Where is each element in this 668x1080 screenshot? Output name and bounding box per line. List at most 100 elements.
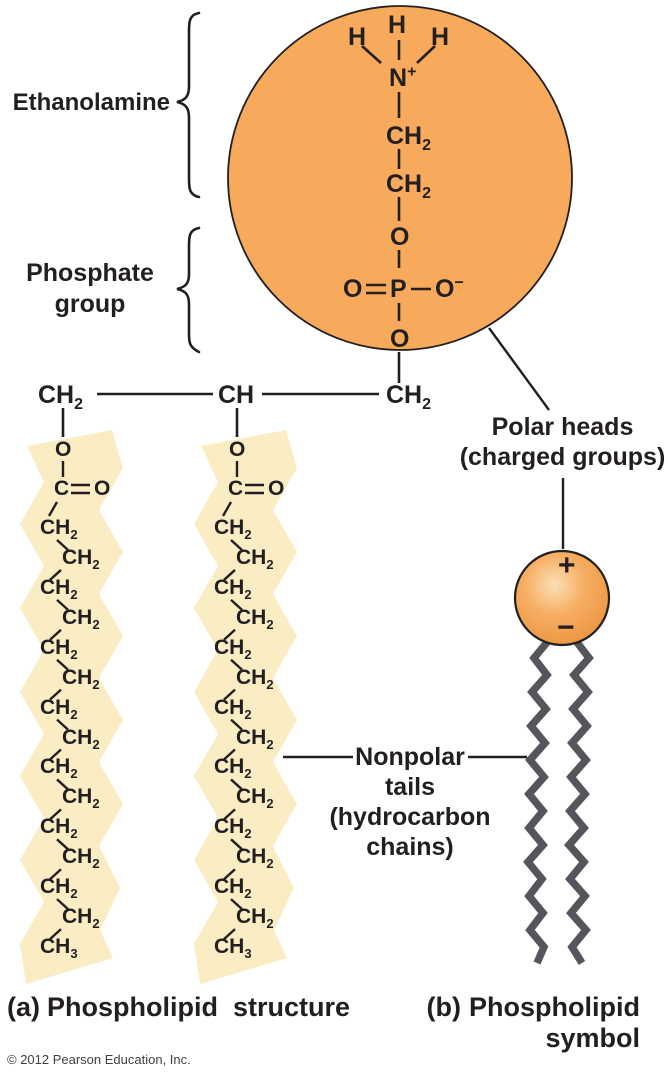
symbol-minus-charge: −: [557, 611, 575, 644]
ch2-group: CH2: [62, 785, 100, 812]
polar-heads-leader-line: [488, 327, 550, 411]
phosphate-oxygen-left: O: [343, 275, 363, 303]
ch2-group: CH2: [214, 516, 252, 543]
ch2-group: CH2: [236, 905, 274, 932]
chain-bond: [56, 898, 69, 911]
ch2-group: CH2: [40, 755, 78, 782]
ch2-group: CH2: [62, 665, 100, 692]
ch2-group: CH2: [236, 845, 274, 872]
ch2-group: CH2: [236, 605, 274, 632]
ch2-group: CH2: [214, 875, 252, 902]
chain-bond: [223, 808, 236, 821]
positive-charge: +: [407, 63, 417, 81]
ch2-group: CH2: [40, 815, 78, 842]
chain-bond: [223, 748, 236, 761]
chain-bond: [49, 628, 62, 641]
nonpolar-tails-label: Nonpolar tails (hydrocarbon chains): [325, 742, 495, 862]
polar-head-circle: [227, 5, 573, 351]
caption-b-text: Phospholipid: [469, 992, 640, 1022]
backbone-ch2-right: CH2: [386, 381, 432, 413]
ch2-group: CH2: [214, 635, 252, 662]
chain-bond: [223, 628, 236, 641]
ch2-group: CH2: [62, 605, 100, 632]
head-oxygen-top: O: [390, 223, 410, 251]
caption-a-tag: (a): [7, 992, 40, 1022]
head-group-bonds: [361, 40, 436, 383]
hydrogen-2: H: [388, 11, 407, 39]
fatty-acid-chain-bonds: [47, 461, 264, 940]
polar-heads-label: Polar heads (charged groups): [450, 412, 668, 472]
polar-heads-line2: (charged groups): [459, 443, 666, 471]
chain-bond: [56, 598, 69, 611]
ch2-group: CH2: [214, 575, 252, 603]
copyright-notice: © 2012 Pearson Education, Inc.: [7, 1052, 191, 1067]
chain-bond: [56, 539, 69, 551]
chain-bond: [56, 838, 69, 851]
chain-bond: [56, 778, 69, 791]
chain-bond: [230, 778, 243, 791]
ethanolamine-label: Ethanolamine: [12, 89, 170, 116]
ch2-group: CH2: [236, 725, 274, 752]
ch2-group: CH2: [214, 755, 252, 782]
hydrogen-1: H: [348, 23, 367, 51]
ch2-group: CH2: [236, 785, 274, 812]
chain-bond: [221, 501, 233, 517]
symbol-head-sphere: [513, 549, 611, 647]
nonpolar-line3: (hydrocarbon: [329, 803, 491, 831]
phosphate-oxygen-right: O−: [435, 274, 464, 303]
backbone-ch2-left: CH2: [38, 381, 84, 413]
ester-oxygen: O: [229, 438, 246, 461]
chain-bond: [47, 501, 59, 517]
fatty-acid-band-1: [20, 430, 123, 984]
ch2-group: CH2: [40, 635, 78, 662]
head-ch2-2: CH2: [386, 170, 432, 202]
chain-bond: [56, 658, 69, 671]
caption-a-text: Phospholipid structure: [47, 992, 351, 1022]
caption-b-tag: (b): [426, 992, 462, 1022]
phosphate-label-line1: Phosphate: [26, 259, 154, 287]
ch3-group: CH3: [40, 935, 78, 962]
chain-bond: [223, 868, 236, 881]
chain-bond: [49, 748, 62, 761]
ch2-group: CH2: [62, 725, 100, 752]
phosphate-group-label: Phosphate group: [15, 258, 165, 320]
ch3-group: CH3: [214, 935, 252, 962]
ch2-group: CH2: [40, 516, 78, 543]
polar-heads-line1: Polar heads: [491, 413, 634, 441]
carbonyl-carbon: C: [54, 477, 70, 500]
ester-oxygen: O: [55, 438, 72, 461]
phosphate-label-line2: group: [54, 290, 126, 318]
chain-bond: [230, 838, 243, 851]
ch2-group: CH2: [214, 695, 252, 722]
chain-bond: [49, 928, 62, 940]
chain-bond: [56, 718, 69, 731]
head-oxygen-bottom: O: [390, 325, 410, 353]
ch2-group: CH2: [236, 545, 274, 573]
ch2-group: CH2: [40, 575, 78, 603]
ch2-group: CH2: [62, 545, 100, 573]
carbonyl-carbon: C: [228, 477, 244, 500]
chain-bond: [49, 688, 62, 701]
chain-bond: [223, 569, 236, 581]
chain-bond: [230, 898, 243, 911]
nonpolar-line2: tails: [384, 773, 436, 801]
head-ch2-1: CH2: [386, 122, 432, 154]
chain-bond: [230, 718, 243, 731]
chain-bond: [230, 658, 243, 671]
chain-bond: [230, 598, 243, 611]
phosphorus: P: [390, 275, 407, 303]
caption-b: (b)Phospholipid symbol: [425, 992, 640, 1054]
ch2-group: CH2: [62, 905, 100, 932]
amine-nitrogen: N+: [389, 63, 417, 92]
backbone-ch: CH: [218, 381, 255, 409]
symbol-tail-left: [523, 637, 552, 965]
phosphate-brace: [176, 226, 201, 354]
caption-a: (a)Phospholipid structure: [7, 992, 350, 1023]
nonpolar-line1: Nonpolar: [355, 743, 465, 771]
nonpolar-line4: chains): [366, 833, 454, 861]
chain-bond: [49, 808, 62, 821]
carbonyl-oxygen: O: [268, 477, 285, 500]
chain-bond: [223, 928, 236, 940]
